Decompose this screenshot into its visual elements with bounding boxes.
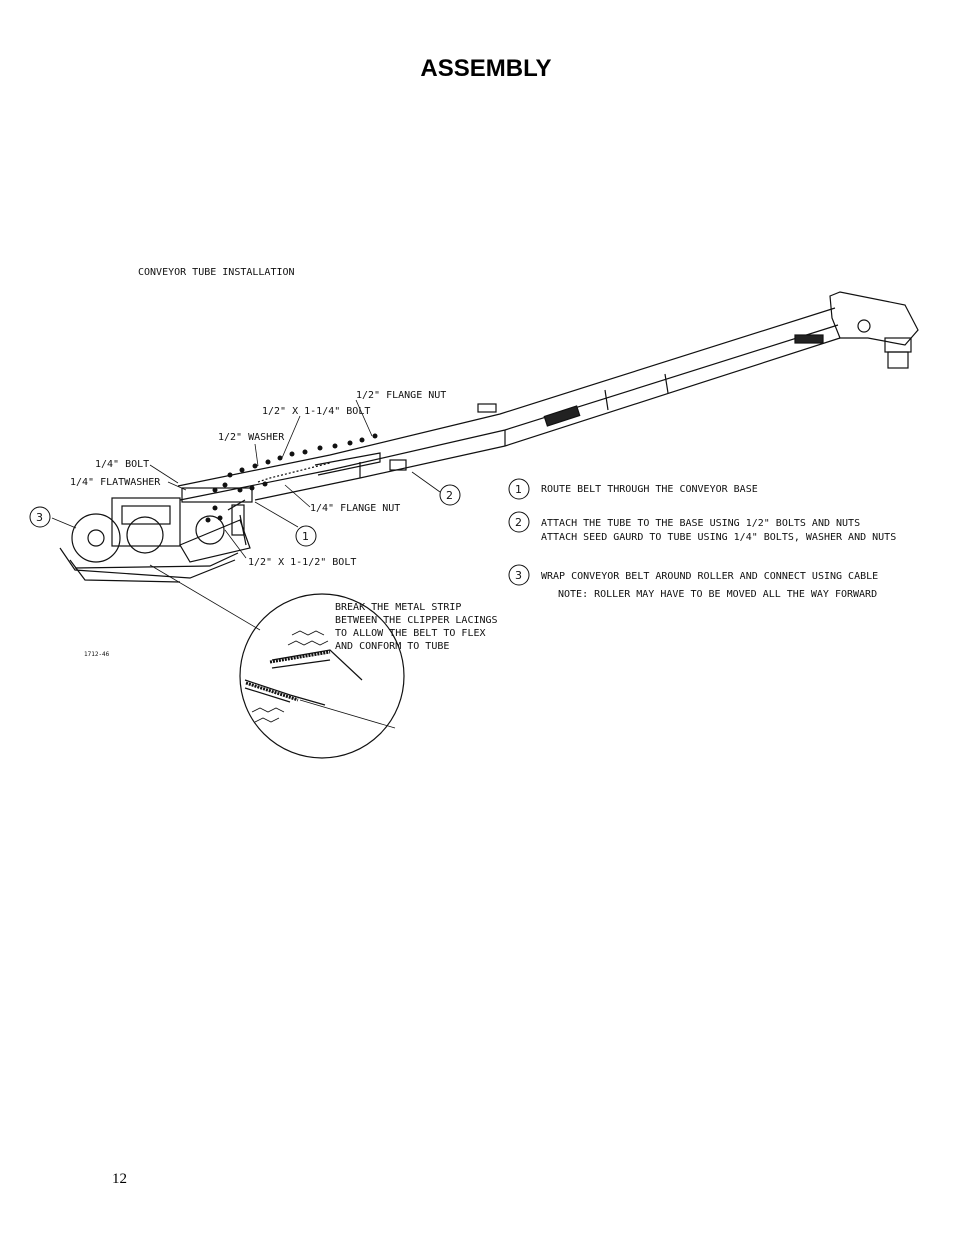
roller-note: NOTE: ROLLER MAY HAVE TO BE MOVED ALL TH… xyxy=(558,589,877,600)
instruction-2: 2 ATTACH THE TUBE TO THE BASE USING 1/2"… xyxy=(508,511,896,543)
page-title: ASSEMBLY xyxy=(420,55,552,82)
svg-text:BREAK THE METAL STRIP: BREAK THE METAL STRIP xyxy=(335,602,461,613)
svg-text:WRAP CONVEYOR BELT AROUND ROLL: WRAP CONVEYOR BELT AROUND ROLLER AND CON… xyxy=(541,571,878,582)
label-bolt-quarter: 1/4" BOLT xyxy=(95,459,149,470)
svg-text:BETWEEN THE CLIPPER LACINGS: BETWEEN THE CLIPPER LACINGS xyxy=(335,615,498,626)
diagram-heading: CONVEYOR TUBE INSTALLATION xyxy=(138,267,295,278)
callout-3: 3 xyxy=(29,506,51,528)
label-washer-half: 1/2" WASHER xyxy=(218,432,285,443)
label-flange-nut-half: 1/2" FLANGE NUT xyxy=(356,390,446,401)
label-bolt-half-1-1-4: 1/2" X 1-1/4" BOLT xyxy=(262,406,370,417)
svg-text:2: 2 xyxy=(446,489,453,502)
leader-lines xyxy=(51,399,441,631)
svg-text:AND CONFORM TO TUBE: AND CONFORM TO TUBE xyxy=(335,641,449,652)
bolt-dots xyxy=(205,433,378,523)
svg-text:ATTACH SEED GAURD TO TUBE USIN: ATTACH SEED GAURD TO TUBE USING 1/4" BOL… xyxy=(541,532,896,543)
detail-note: BREAK THE METAL STRIP BETWEEN THE CLIPPE… xyxy=(335,602,498,652)
svg-text:2: 2 xyxy=(515,516,522,529)
label-flatwasher-quarter: 1/4" FLATWASHER xyxy=(70,477,161,488)
svg-text:TO ALLOW THE BELT TO FLEX: TO ALLOW THE BELT TO FLEX xyxy=(335,628,486,639)
conveyor-tube xyxy=(177,291,919,501)
label-flange-nut-quarter: 1/4" FLANGE NUT xyxy=(310,503,400,514)
instruction-3: 3 WRAP CONVEYOR BELT AROUND ROLLER AND C… xyxy=(508,564,878,586)
instruction-1: 1 ROUTE BELT THROUGH THE CONVEYOR BASE xyxy=(508,478,758,500)
label-bolt-half-1-1-2: 1/2" X 1-1/2" BOLT xyxy=(248,557,356,568)
svg-text:1: 1 xyxy=(515,483,522,496)
svg-text:ATTACH THE TUBE TO THE BASE US: ATTACH THE TUBE TO THE BASE USING 1/2" B… xyxy=(541,518,860,529)
belt-lacing-detail xyxy=(239,593,405,759)
callout-1: 1 xyxy=(295,525,317,547)
part-labels: 1/2" FLANGE NUT 1/2" X 1-1/4" BOLT 1/2" … xyxy=(70,390,446,568)
drawing-number: 1712-46 xyxy=(84,651,110,658)
conveyor-base xyxy=(59,487,253,583)
svg-text:3: 3 xyxy=(36,511,43,524)
svg-text:1: 1 xyxy=(302,530,309,543)
svg-text:ROUTE BELT THROUGH THE CONVEYO: ROUTE BELT THROUGH THE CONVEYOR BASE xyxy=(541,484,758,495)
svg-text:3: 3 xyxy=(515,569,522,582)
page-number: 12 xyxy=(112,1171,127,1187)
callout-2: 2 xyxy=(439,484,461,506)
